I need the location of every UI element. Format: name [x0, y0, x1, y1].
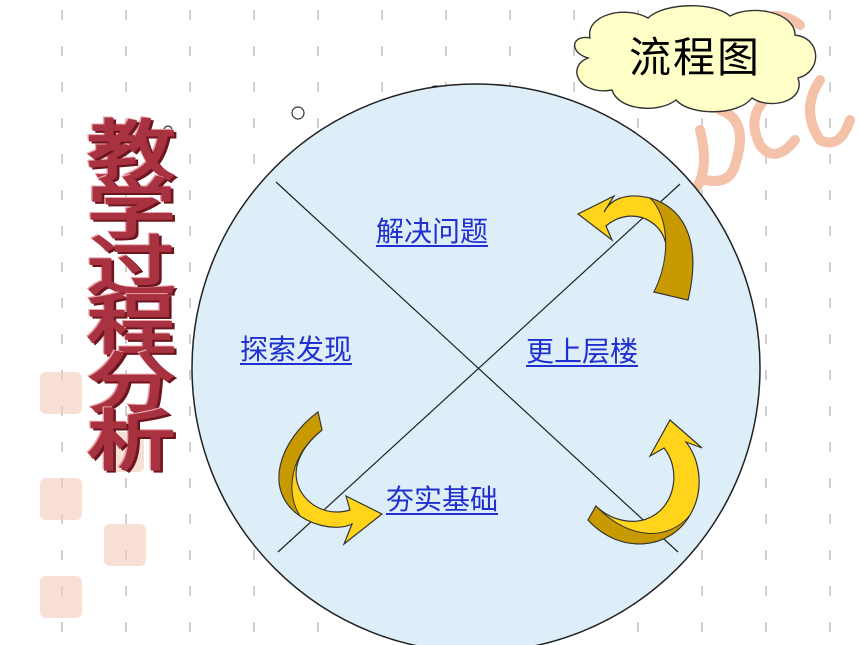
seal-stamp-icon-left [40, 372, 146, 618]
circle-diagonal-b [277, 183, 681, 553]
circle-diagonal-a [275, 181, 679, 553]
page-title: 教 学 过 程 分 析 [30, 112, 233, 480]
curved-arrow-icon-top-right [576, 194, 694, 301]
cloud-label: 流程图 [628, 33, 761, 82]
cloud-shape-icon [574, 5, 817, 113]
page-title-char: 分 [86, 344, 176, 422]
link-go-higher[interactable]: 更上层楼 [526, 335, 639, 368]
curved-arrow-icon-left [278, 410, 384, 546]
link-solve-problem[interactable]: 解决问题 [376, 215, 489, 248]
bubble-icon [163, 125, 173, 135]
flow-circle [191, 83, 761, 645]
page-title-char: 学 [86, 170, 176, 248]
page-title-char: 教 [86, 112, 176, 190]
page-title-char: 过 [86, 228, 176, 306]
bubble-icon [291, 106, 305, 120]
link-explore-discover[interactable]: 探索发现 [240, 333, 353, 366]
page-title-char: 析 [86, 402, 176, 480]
curved-arrow-icon-bottom-right [587, 419, 703, 545]
link-solid-foundation[interactable]: 夯实基础 [386, 483, 499, 516]
page-title-char: 程 [86, 286, 176, 364]
